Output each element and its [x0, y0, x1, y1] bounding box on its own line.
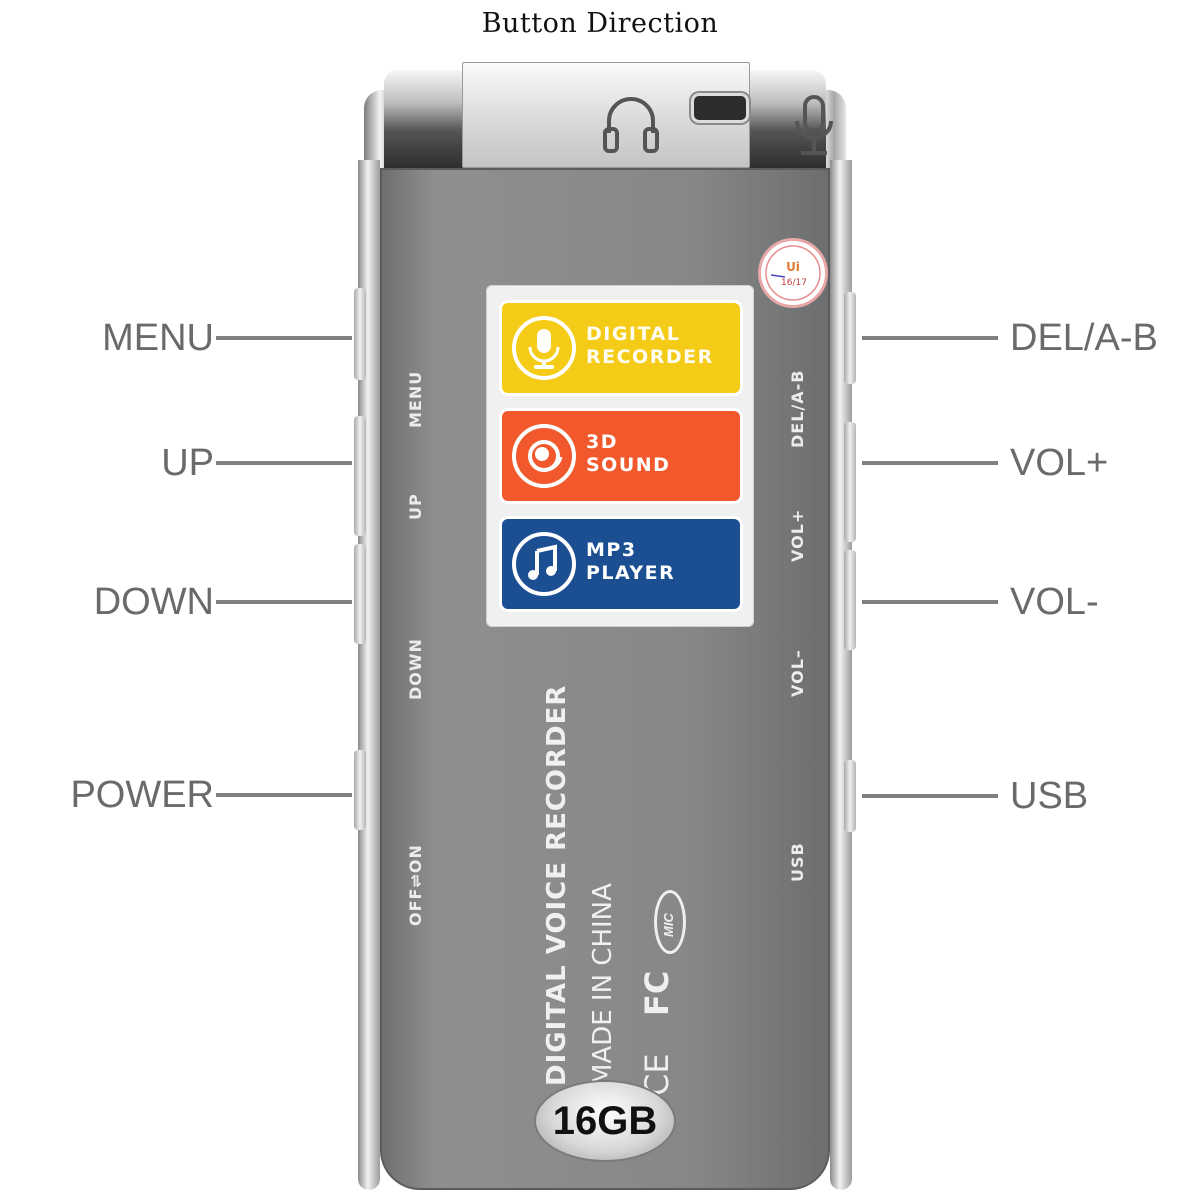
- callout-line: [216, 461, 352, 465]
- up-button[interactable]: [354, 416, 366, 536]
- fcc-mark: FC: [638, 970, 676, 1016]
- callout-label: DOWN: [93, 581, 214, 623]
- callout-line: [862, 794, 998, 798]
- tile-title-line1: MP3: [586, 539, 637, 561]
- menu-side-label: MENU: [406, 370, 425, 428]
- down-side-label: DOWN: [406, 638, 425, 700]
- callout-line: [216, 336, 352, 340]
- digital-recorder-tile: DIGITAL RECORDER: [502, 303, 740, 393]
- tile-title-line2: SOUND: [586, 454, 671, 476]
- page-title: Button Direction: [481, 8, 719, 39]
- voice-recorder-device: DIGITAL RECORDER 3D SOUND MP3: [350, 60, 860, 1200]
- capacity-label: 16GB: [552, 1098, 658, 1143]
- seal-date: 16/17: [781, 278, 807, 288]
- del-ab-side-label: DEL/A-B: [788, 369, 807, 448]
- feature-sticker: DIGITAL RECORDER 3D SOUND MP3: [486, 285, 754, 627]
- callout-usb: USB: [862, 776, 1200, 816]
- callout-power: POWER: [0, 775, 352, 815]
- music-note-icon: [512, 532, 576, 596]
- vol-up-button[interactable]: [844, 422, 856, 542]
- tile-title-line1: DIGITAL: [586, 323, 681, 345]
- callout-menu: MENU: [0, 318, 352, 358]
- product-name-print: DIGITAL VOICE RECORDER: [542, 684, 572, 1086]
- side-rail-right: [830, 160, 852, 1190]
- microphone-jack-icon: [795, 95, 833, 155]
- tile-title-line2: PLAYER: [586, 562, 676, 584]
- callout-label: UP: [161, 442, 214, 484]
- power-switch[interactable]: [354, 750, 366, 830]
- usb-side-label: USB: [788, 842, 807, 882]
- callout-line: [862, 336, 998, 340]
- callout-label: DEL/A-B: [1010, 317, 1158, 359]
- made-in-china-print: MADE IN CHINA: [588, 883, 618, 1086]
- usb-port-side[interactable]: [844, 760, 856, 832]
- mic-logo: MIC: [654, 890, 686, 954]
- inspection-seal: Ui 16/17: [758, 238, 828, 308]
- callout-up: UP: [0, 443, 352, 483]
- mic-logo-text: MIC: [661, 913, 676, 937]
- callout-line: [216, 600, 352, 604]
- callout-line: [862, 600, 998, 604]
- mp3-player-tile: MP3 PLAYER: [502, 519, 740, 609]
- callout-vol-down: VOL-: [862, 582, 1200, 622]
- sound-swirl-icon: [512, 424, 576, 488]
- down-button[interactable]: [354, 544, 366, 644]
- callout-line: [862, 461, 998, 465]
- del-ab-button[interactable]: [844, 292, 856, 384]
- callout-label: POWER: [70, 774, 214, 816]
- callout-label: USB: [1010, 775, 1089, 817]
- menu-button[interactable]: [354, 288, 366, 380]
- up-side-label: UP: [406, 493, 425, 520]
- vol-down-button[interactable]: [844, 550, 856, 650]
- callout-down: DOWN: [0, 582, 352, 622]
- capacity-badge: 16GB: [534, 1080, 676, 1162]
- callout-label: VOL-: [1010, 581, 1099, 623]
- tile-title-line2: RECORDER: [586, 346, 714, 368]
- tile-title-line1: 3D: [586, 431, 618, 453]
- clock-face-icon: Ui 16/17: [765, 245, 821, 301]
- vol-up-side-label: VOL+: [788, 508, 807, 562]
- 3d-sound-tile: 3D SOUND: [502, 411, 740, 501]
- headphone-icon: [603, 97, 659, 153]
- callout-vol-up: VOL+: [862, 443, 1200, 483]
- callout-label: MENU: [102, 317, 214, 359]
- device-body: DIGITAL RECORDER 3D SOUND MP3: [380, 168, 830, 1190]
- callout-label: VOL+: [1010, 442, 1109, 484]
- vol-down-side-label: VOL–: [788, 649, 807, 697]
- top-plate: [462, 62, 833, 168]
- callout-line: [216, 793, 352, 797]
- microphone-icon: [512, 316, 576, 380]
- micro-usb-port[interactable]: [691, 93, 749, 123]
- callout-del-ab: DEL/A-B: [862, 318, 1200, 358]
- power-side-label: OFF⇌ON: [406, 844, 425, 926]
- svg-text:Ui: Ui: [786, 260, 800, 274]
